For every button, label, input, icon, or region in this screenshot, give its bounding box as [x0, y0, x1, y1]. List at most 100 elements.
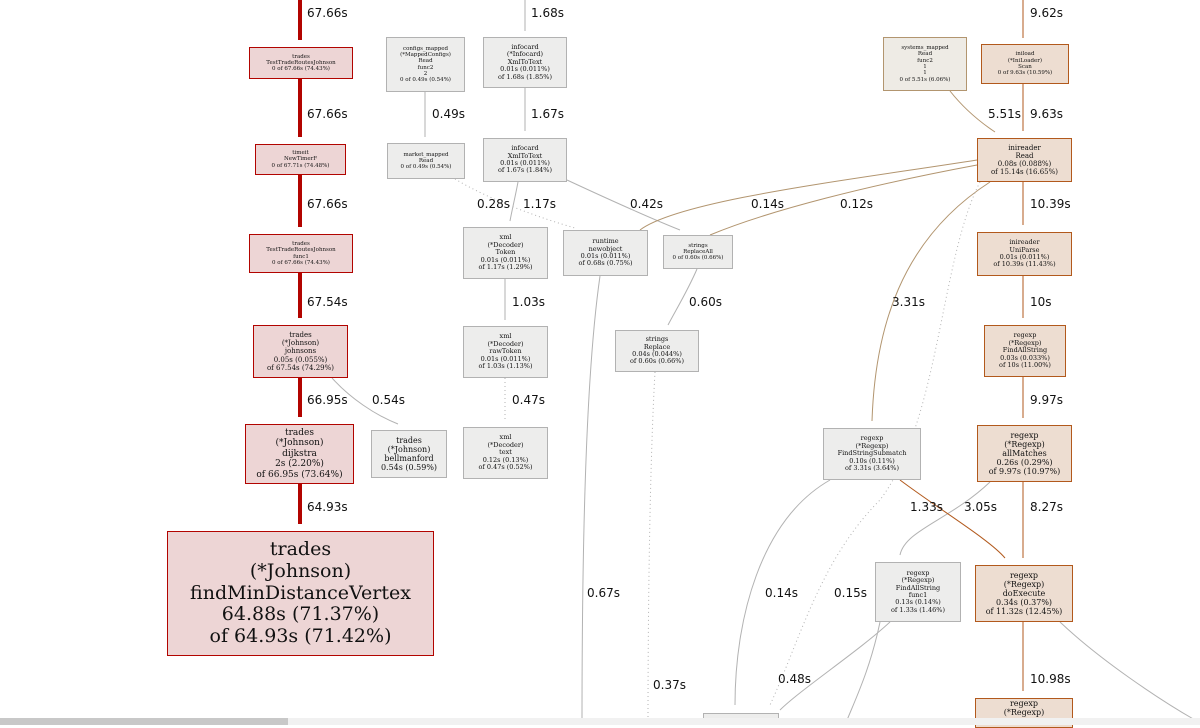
node-line: (*Regexp)	[901, 576, 935, 585]
edge-line[interactable]	[734, 479, 831, 706]
edge-label-e-n25-out[interactable]: 0.48s	[778, 672, 811, 686]
edge-label-e-n17-out[interactable]: 0.37s	[653, 678, 686, 692]
node-line: inireader	[1009, 238, 1040, 247]
edge-label-e-n2-n3[interactable]: 67.66s	[307, 107, 348, 121]
edge-line[interactable]	[667, 268, 698, 326]
edge-label-e-n3-n4[interactable]: 67.66s	[307, 197, 348, 211]
edge-label-e-n22-n23[interactable]: 9.97s	[1030, 393, 1063, 407]
node-line: regexp	[1009, 570, 1039, 580]
edge-label-e-n21-n22[interactable]: 10s	[1030, 295, 1052, 309]
edge-line[interactable]	[639, 159, 978, 231]
edge-label-e-n10-in[interactable]: 1.68s	[531, 6, 564, 20]
node-line: newobject	[588, 244, 623, 253]
node-line: of 0.68s (0.75%)	[578, 259, 633, 268]
edge-line[interactable]	[509, 181, 519, 222]
edge-label-e-n4-n5[interactable]: 67.54s	[307, 295, 348, 309]
node-line: of 0.47s (0.52%)	[478, 463, 533, 472]
scrollbar-thumb[interactable]	[0, 718, 288, 725]
edge-line[interactable]	[844, 621, 881, 725]
edge-label-e-n19-in[interactable]: 9.62s	[1030, 6, 1063, 20]
node-line: FindAllString	[1002, 346, 1048, 355]
edge-label-e-n13-n14[interactable]: 0.47s	[512, 393, 545, 407]
edge-label-e-n20-n24[interactable]: 3.31s	[892, 295, 925, 309]
node-line: 0.03s (0.033%)	[1000, 353, 1050, 362]
node-line: of 11.32s (12.45%)	[985, 607, 1063, 617]
edge-label-e-n23-n25[interactable]: 1.33s	[910, 500, 943, 514]
node-line: Read	[418, 157, 434, 164]
edge-label-e-n9-n15[interactable]: 0.28s	[477, 197, 510, 211]
edge-line[interactable]	[899, 479, 1006, 559]
edge-label-e-n24-n26[interactable]: 3.05s	[964, 500, 997, 514]
edge-label-e-n19-n20[interactable]: 9.63s	[1030, 107, 1063, 121]
edge-label-e-n16-n17[interactable]: 0.60s	[689, 295, 722, 309]
node-line: strings	[688, 242, 708, 249]
edge-label-e-n4-n7[interactable]: 0.54s	[372, 393, 405, 407]
edge-label-e-n11-n12[interactable]: 1.17s	[523, 197, 556, 211]
node-line: FindAllString	[895, 583, 941, 592]
node-line: 0.08s (0.088%)	[997, 160, 1052, 168]
edge-line[interactable]	[779, 621, 891, 711]
edge-label-e-n10-n11[interactable]: 1.67s	[531, 107, 564, 121]
horizontal-scrollbar[interactable]	[0, 718, 1200, 725]
edge-line[interactable]	[769, 181, 981, 706]
edge-label-e-n20-n21[interactable]: 10.39s	[1030, 197, 1071, 211]
node-line: (*Infocard)	[506, 50, 544, 59]
edge-line[interactable]	[709, 164, 978, 236]
edge-label-e-n26-n27[interactable]: 10.98s	[1030, 672, 1071, 686]
edge-label-e-n23-n26[interactable]: 8.27s	[1030, 500, 1063, 514]
edge-label-e-n5-n6[interactable]: 66.95s	[307, 393, 348, 407]
node-line: (*Regexp)	[855, 441, 889, 450]
edge-line[interactable]	[899, 481, 991, 556]
edge-label-e-n8-n9[interactable]: 0.49s	[432, 107, 465, 121]
edge-label-e-n12-n13[interactable]: 1.03s	[512, 295, 545, 309]
edge-line[interactable]	[454, 178, 576, 229]
node-line: (*Decoder)	[487, 339, 524, 348]
edge-line[interactable]	[331, 377, 399, 425]
node-line: iniload	[1015, 51, 1035, 58]
edge-label-e-n15-out[interactable]: 0.67s	[587, 586, 620, 600]
edge-line[interactable]	[647, 371, 656, 725]
edge-label-e-n24-out[interactable]: 0.14s	[765, 586, 798, 600]
node-line: of 66.95s (73.64%)	[256, 469, 343, 480]
edge-line[interactable]	[581, 275, 601, 725]
edge-label-e-n20-n15[interactable]: 0.14s	[751, 197, 784, 211]
edge-label-e-n20-n16[interactable]: 0.12s	[840, 197, 873, 211]
node-line: infocard	[511, 42, 539, 51]
edge-line[interactable]	[566, 179, 681, 231]
edge-label-e-n18-n20[interactable]: 5.51s	[988, 107, 1021, 121]
edge-line[interactable]	[949, 90, 996, 133]
edge-line[interactable]	[1059, 621, 1196, 721]
edge-label-e-n1-n2[interactable]: 67.66s	[307, 6, 348, 20]
edge-label-e-n11-n16[interactable]: 0.42s	[630, 197, 663, 211]
edge-label-e-n20-out[interactable]: 0.15s	[834, 586, 867, 600]
edge-line[interactable]	[871, 181, 991, 422]
edge-label-e-n6-in[interactable]: 64.93s	[307, 500, 348, 514]
